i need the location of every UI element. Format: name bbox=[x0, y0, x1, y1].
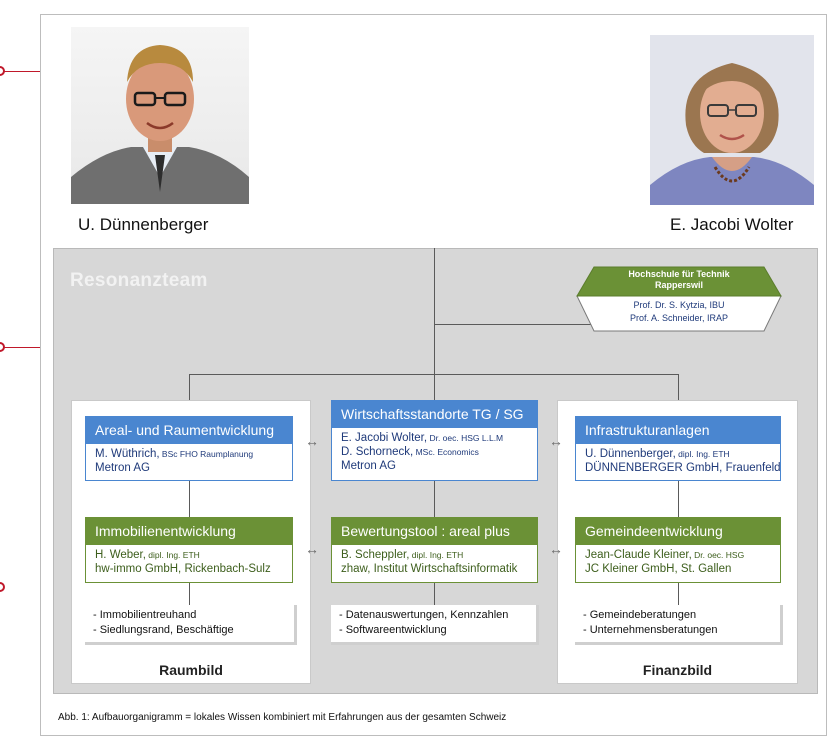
infra-org: DÜNNENBERGER GmbH, Frauenfeld bbox=[585, 462, 781, 474]
bullets-right: - Gemeindeberatungen - Unternehmensberat… bbox=[575, 605, 783, 645]
bewertung-person: B. Scheppler, bbox=[341, 549, 410, 561]
areal-degree: BSc FHO Raumplanung bbox=[159, 449, 254, 459]
wirtschaft-person-1: E. Jacobi Wolter, bbox=[341, 432, 428, 444]
portrait-photo-left bbox=[71, 27, 249, 204]
double-arrow-icon: ↔ bbox=[549, 541, 563, 557]
connector-line bbox=[434, 583, 435, 605]
immo-card: H. Weber, dipl. Ing. ETH hw-immo GmbH, R… bbox=[85, 545, 293, 583]
areal-details: M. Wüthrich, BSc FHO Raumplanung Metron … bbox=[86, 444, 292, 475]
bewertung-degree: dipl. Ing. ETH bbox=[409, 550, 464, 560]
marker-line bbox=[0, 71, 40, 72]
wirtschaft-header: Wirtschaftsstandorte TG / SG bbox=[331, 400, 538, 428]
infra-details: U. Dünnenberger, dipl. Ing. ETH DÜNNENBE… bbox=[576, 444, 781, 475]
wirtschaft-org: Metron AG bbox=[341, 460, 396, 472]
bewertung-card: B. Scheppler, dipl. Ing. ETH zhaw, Insti… bbox=[331, 545, 538, 583]
panel-title: Resonanzteam bbox=[70, 270, 208, 291]
immo-details: H. Weber, dipl. Ing. ETH hw-immo GmbH, R… bbox=[86, 545, 292, 576]
wirtschaft-degree-2: MSc. Economics bbox=[413, 447, 479, 457]
wirtschaft-card: E. Jacobi Wolter, Dr. oec. HSG L.L.M D. … bbox=[331, 428, 538, 481]
immo-person: H. Weber, bbox=[95, 549, 146, 561]
bullet-item: - Gemeindeberatungen bbox=[583, 609, 697, 621]
wirtschaft-details: E. Jacobi Wolter, Dr. oec. HSG L.L.M D. … bbox=[332, 428, 537, 473]
gemeinde-person: Jean-Claude Kleiner, bbox=[585, 549, 692, 561]
immo-degree: dipl. Ing. ETH bbox=[145, 550, 200, 560]
areal-person: M. Wüthrich, bbox=[95, 448, 160, 460]
section-title-right: Finanzbild bbox=[642, 662, 713, 678]
connector-line bbox=[189, 374, 678, 375]
connector-line bbox=[434, 481, 435, 517]
bullets-center: - Datenauswertungen, Kennzahlen - Softwa… bbox=[331, 605, 539, 645]
hochschule-badge: Hochschule für Technik Rapperswil Prof. … bbox=[576, 266, 782, 332]
wirtschaft-degree-1: Dr. oec. HSG L.L.M bbox=[427, 433, 504, 443]
bullet-item: - Softwareentwicklung bbox=[339, 624, 447, 636]
bewertung-org: zhaw, Institut Wirtschaftsinformatik bbox=[341, 563, 518, 575]
hochschule-prof-2: Prof. A. Schneider, IRAP bbox=[629, 313, 729, 323]
connector-line bbox=[189, 583, 190, 605]
marker-dot bbox=[0, 582, 5, 592]
bullets-left: - Immobilientreuhand - Siedlungsrand, Be… bbox=[85, 605, 297, 645]
gemeinde-details: Jean-Claude Kleiner, Dr. oec. HSG JC Kle… bbox=[576, 545, 780, 576]
areal-card: M. Wüthrich, BSc FHO Raumplanung Metron … bbox=[85, 444, 293, 481]
infra-degree: dipl. Ing. ETH bbox=[675, 449, 730, 459]
connector-line bbox=[434, 324, 634, 325]
bullet-item: - Immobilientreuhand bbox=[93, 609, 197, 621]
hochschule-title: Hochschule für Technik Rapperswil bbox=[628, 269, 730, 290]
bewertung-header: Bewertungstool : areal plus bbox=[331, 517, 538, 545]
bullet-item: - Unternehmensberatungen bbox=[583, 624, 718, 636]
bullet-item: - Datenauswertungen, Kennzahlen bbox=[339, 609, 509, 621]
infra-person: U. Dünnenberger, bbox=[585, 448, 676, 460]
marker-dot bbox=[0, 66, 5, 76]
infra-header: Infrastrukturanlagen bbox=[575, 416, 781, 444]
immo-header: Immobilienentwicklung bbox=[85, 517, 293, 545]
double-arrow-icon: ↔ bbox=[549, 433, 563, 449]
infra-card: U. Dünnenberger, dipl. Ing. ETH DÜNNENBE… bbox=[575, 444, 781, 481]
connector-line bbox=[678, 583, 679, 605]
portrait-photo-right bbox=[650, 35, 814, 205]
double-arrow-icon: ↔ bbox=[305, 541, 319, 557]
gemeinde-org: JC Kleiner GmbH, St. Gallen bbox=[585, 563, 732, 575]
figure-caption: Abb. 1: Aufbauorganigramm = lokales Wiss… bbox=[58, 712, 507, 723]
connector-line bbox=[189, 374, 190, 416]
connector-line bbox=[189, 481, 190, 517]
person-name-right: E. Jacobi Wolter bbox=[670, 215, 794, 234]
marker-line bbox=[0, 347, 40, 348]
marker-dot bbox=[0, 342, 5, 352]
gemeinde-card: Jean-Claude Kleiner, Dr. oec. HSG JC Kle… bbox=[575, 545, 781, 583]
bullet-item: - Siedlungsrand, Beschäftige bbox=[93, 624, 234, 636]
immo-org: hw-immo GmbH, Rickenbach-Sulz bbox=[95, 563, 271, 575]
connector-line bbox=[678, 374, 679, 416]
bewertung-details: B. Scheppler, dipl. Ing. ETH zhaw, Insti… bbox=[332, 545, 537, 576]
areal-header: Areal- und Raumentwicklung bbox=[85, 416, 293, 444]
hochschule-prof-1: Prof. Dr. S. Kytzia, IBU bbox=[633, 300, 725, 310]
wirtschaft-person-2: D. Schorneck, bbox=[341, 446, 414, 458]
gemeinde-degree: Dr. oec. HSG bbox=[691, 550, 745, 560]
double-arrow-icon: ↔ bbox=[305, 433, 319, 449]
section-title-left: Raumbild bbox=[159, 662, 223, 678]
gemeinde-header: Gemeindeentwicklung bbox=[575, 517, 781, 545]
connector-line bbox=[678, 481, 679, 517]
areal-org: Metron AG bbox=[95, 462, 150, 474]
person-name-left: U. Dünnenberger bbox=[78, 215, 209, 234]
